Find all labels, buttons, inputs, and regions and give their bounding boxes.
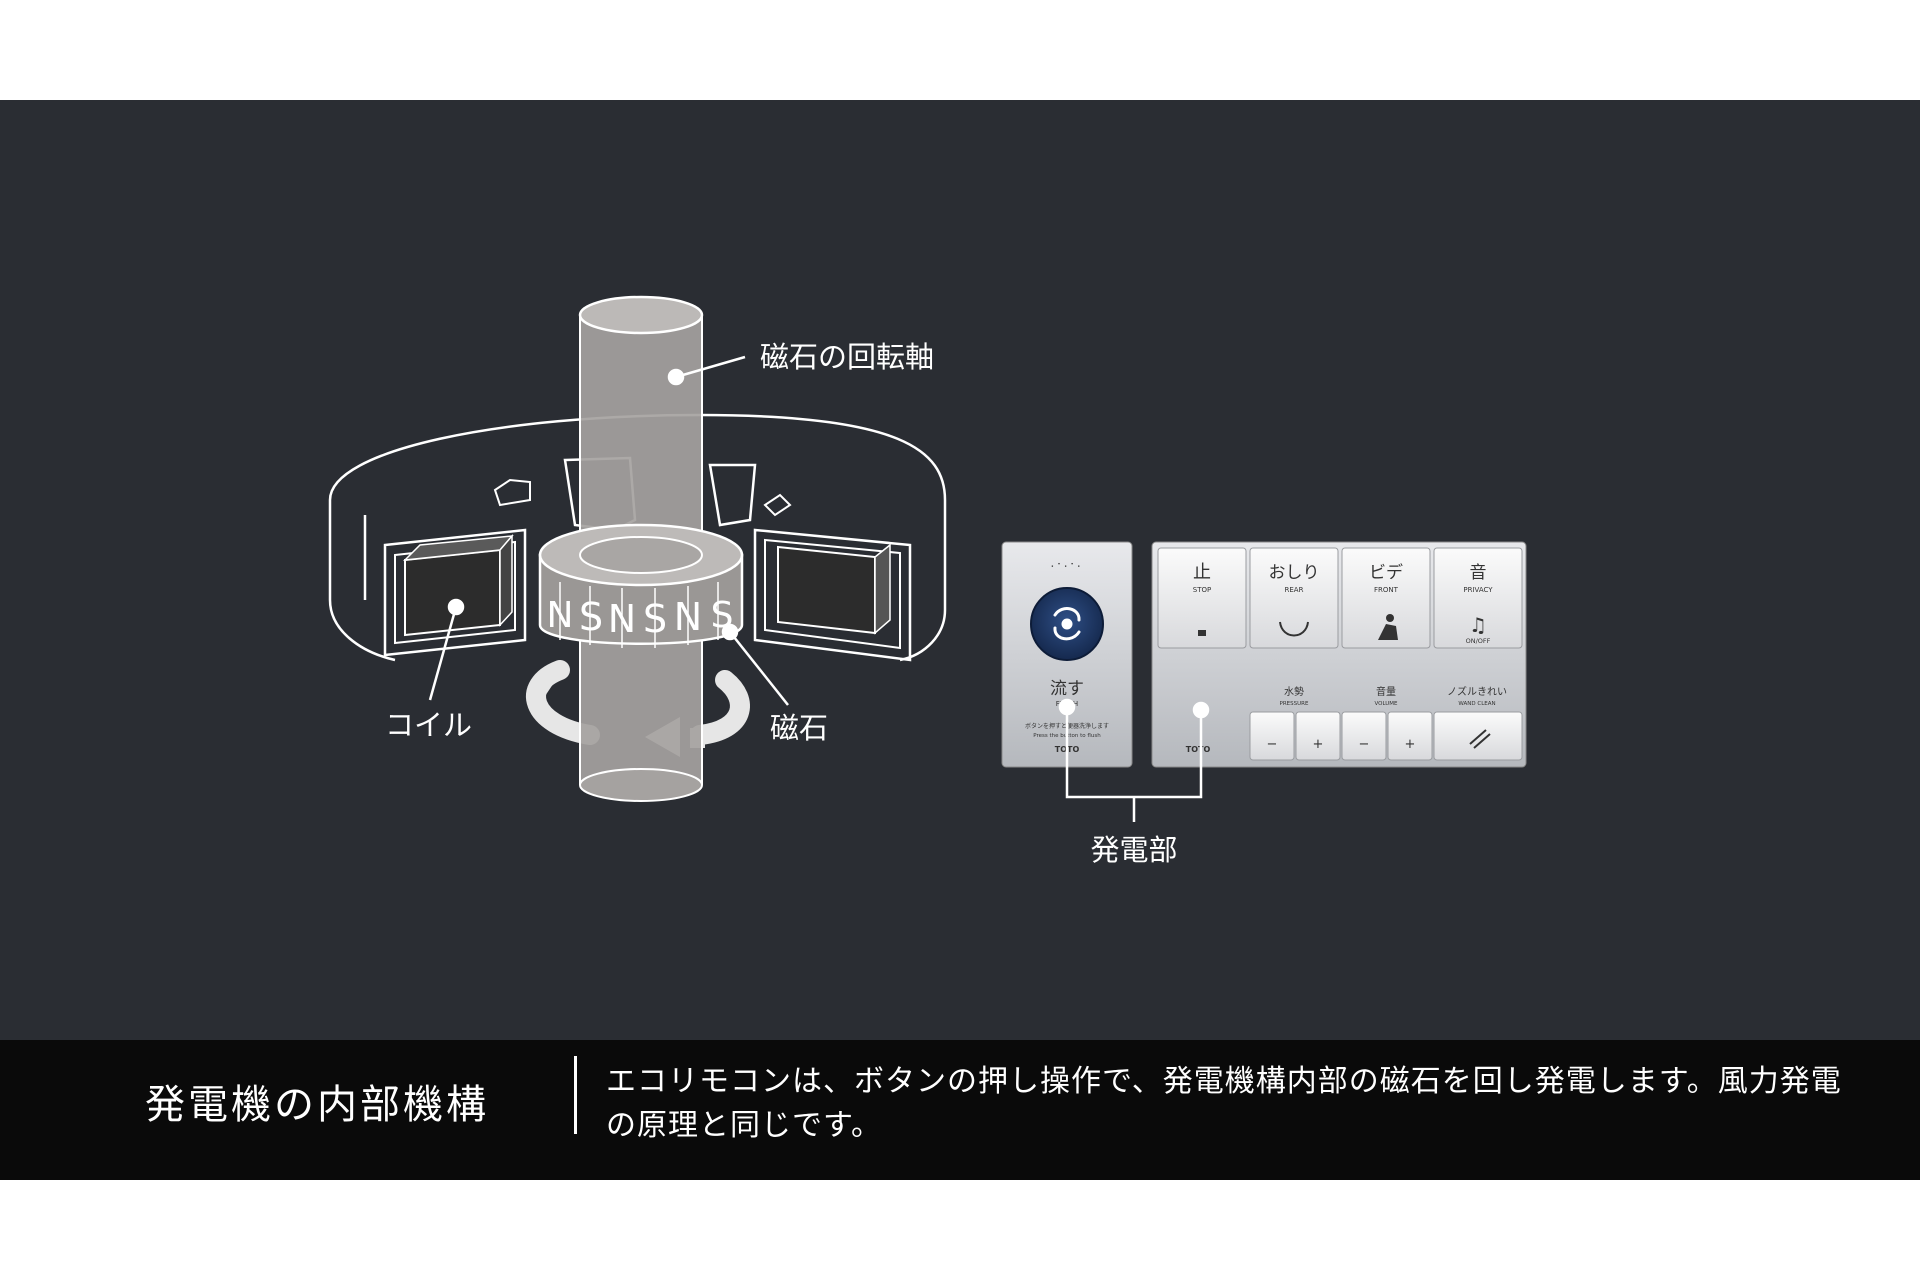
shaft-label: 磁石の回転軸 [760, 340, 934, 374]
caption-title: 発電機の内部機構 [145, 1082, 489, 1128]
coil-label: コイル [385, 708, 472, 742]
ring-letter-4: S [643, 597, 667, 641]
rear-button[interactable]: おしり REAR [1249, 547, 1339, 649]
rear-label-en: REAR [1285, 586, 1304, 594]
privacy-button[interactable]: 音 PRIVACY ♫ ON/OFF [1433, 547, 1523, 649]
stop-label-en: STOP [1193, 586, 1211, 594]
pressure-plus-glyph: + [1313, 737, 1324, 752]
volume-minus-button[interactable]: − [1341, 711, 1387, 761]
ring-letter-3: N [608, 597, 636, 641]
control-brand-logo: TOTO [1186, 745, 1211, 754]
ring-letter-5: N [674, 595, 702, 639]
caption-divider [574, 1056, 577, 1134]
magnet-label: 磁石 [770, 711, 828, 745]
caption-bar [0, 1040, 1920, 1180]
volume-label-en: VOLUME [1374, 701, 1398, 707]
wand-clean-label-jp: ノズルきれい [1447, 685, 1507, 698]
ring-letter-1: N [547, 595, 574, 636]
svg-text:⠂⠁⠂⠁⠂: ⠂⠁⠂⠁⠂ [1051, 562, 1084, 573]
privacy-sub-label: ON/OFF [1466, 637, 1491, 645]
caption-text: エコリモコンは、ボタンの押し操作で、発電機構内部の磁石を回し発電します。風力発電… [606, 1064, 1842, 1143]
volume-minus-glyph: − [1359, 737, 1370, 752]
control-remote: 止 STOP おしり REAR ビデ FRONT 音 PRIVACY ♫ ON/… [1151, 541, 1527, 768]
front-button[interactable]: ビデ FRONT [1341, 547, 1431, 649]
flush-icon [1053, 607, 1081, 641]
magnet-ring: N S N S N S [538, 523, 744, 648]
pressure-plus-button[interactable]: + [1295, 711, 1341, 761]
pressure-label-en: PRESSURE [1280, 701, 1309, 707]
stop-label-jp: 止 [1193, 562, 1211, 583]
front-label-en: FRONT [1374, 586, 1399, 594]
privacy-label-jp: 音 [1470, 563, 1487, 583]
generator-bracket [1058, 698, 1210, 822]
stop-icon [1198, 630, 1206, 636]
flush-button[interactable] [1030, 587, 1104, 661]
privacy-label-en: PRIVACY [1463, 586, 1493, 594]
generator-label: 発電部 [1090, 833, 1177, 867]
wand-clean-button[interactable] [1433, 711, 1523, 761]
pressure-minus-button[interactable]: − [1249, 711, 1295, 761]
rear-wash-icon [1279, 621, 1309, 637]
leader-lines [428, 355, 789, 706]
right-coil [753, 493, 912, 662]
stop-button[interactable]: 止 STOP [1157, 547, 1247, 649]
wand-clean-label-en: WAND CLEAN [1458, 701, 1495, 707]
wand-clean-icon [1469, 729, 1491, 749]
left-coil [383, 478, 531, 657]
ring-letter-2: S [579, 595, 603, 639]
pressure-minus-glyph: − [1267, 737, 1278, 752]
front-wash-icon [1378, 614, 1398, 640]
volume-plus-button[interactable]: + [1387, 711, 1433, 761]
pressure-label-jp: 水勢 [1284, 685, 1304, 698]
flush-label-jp: 流す [1050, 679, 1084, 699]
diagram-panel [0, 100, 1920, 1040]
volume-plus-glyph: + [1405, 737, 1416, 752]
rear-label-jp: おしり [1269, 563, 1320, 583]
volume-label-jp: 音量 [1376, 685, 1396, 698]
front-label-jp: ビデ [1369, 562, 1403, 583]
music-note-icon: ♫ [1469, 613, 1487, 637]
